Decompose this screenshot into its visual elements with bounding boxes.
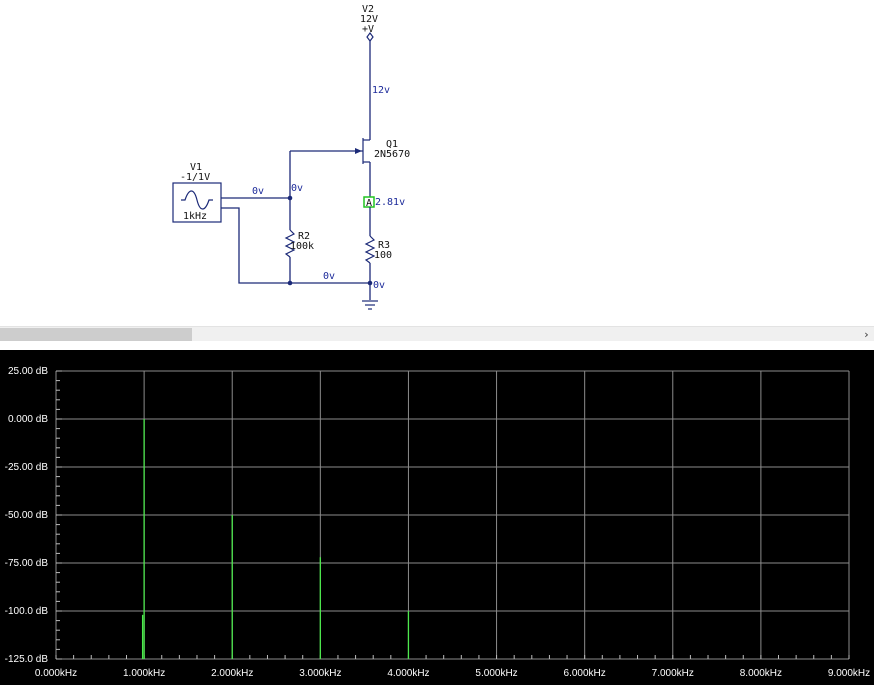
y-tick-label: -100.0 dB: [5, 606, 49, 617]
x-tick-label: 2.000kHz: [211, 668, 253, 679]
spectrum-chart: 25.00 dB 0.000 dB -25.00 dB -50.00 dB -75.00…: [5, 366, 871, 679]
ground-icon[interactable]: [362, 300, 378, 310]
r2-value: 100k: [290, 241, 314, 252]
net-label-ground: 0v: [373, 280, 385, 291]
x-tick-label: 4.000kHz: [387, 668, 429, 679]
x-tick-label: 0.000kHz: [35, 668, 77, 679]
r3-name: R3: [378, 240, 390, 251]
net-label-v1-out: 0v: [252, 186, 264, 197]
r3-value: 100: [374, 250, 392, 261]
x-tick-label: 9.000kHz: [828, 668, 870, 679]
net-label-bottom: 0v: [323, 271, 335, 282]
x-tick-label: 5.000kHz: [475, 668, 517, 679]
wire-v1-return[interactable]: [221, 207, 290, 284]
v1-frequency: 1kHz: [183, 211, 207, 222]
net-label-source: 2.81v: [375, 197, 405, 208]
r2-resistor-symbol[interactable]: [284, 229, 296, 258]
net-label-drain: 12v: [372, 85, 390, 96]
probe-marker: A: [366, 198, 372, 209]
scroll-right-arrow-icon[interactable]: ›: [864, 328, 869, 341]
x-tick-label: 8.000kHz: [740, 668, 782, 679]
horizontal-scrollbar[interactable]: ›: [0, 326, 874, 342]
y-tick-label: -125.0 dB: [5, 654, 49, 665]
q1-model: 2N5670: [374, 149, 410, 160]
q1-jfet-symbol[interactable]: [290, 138, 370, 164]
voltage-probe[interactable]: [363, 196, 375, 208]
x-tick-label: 7.000kHz: [652, 668, 694, 679]
y-tick-label: 25.00 dB: [8, 366, 48, 377]
x-tick-label: 1.000kHz: [123, 668, 165, 679]
schematic-canvas[interactable]: V2 12V +V 12v Q1 2N5670 A 2.81v R3 100: [0, 0, 874, 326]
r2-name: R2: [298, 231, 310, 242]
junction-bottom-left: [287, 280, 293, 286]
v1-name: V1: [190, 162, 202, 173]
v2-value: 12V: [360, 14, 378, 25]
v1-ac-source-symbol[interactable]: [172, 182, 222, 223]
x-tick-label: 3.000kHz: [299, 668, 341, 679]
spectrum-plot[interactable]: 25.00 dB 0.000 dB -25.00 dB -50.00 dB -75.00…: [0, 350, 874, 685]
q1-name: Q1: [386, 139, 398, 150]
y-tick-label: -75.00 dB: [5, 558, 49, 569]
r3-resistor-symbol[interactable]: [364, 235, 376, 264]
y-tick-label: 0.000 dB: [8, 414, 48, 425]
junction-bottom-right: [367, 280, 373, 286]
y-tick-label: -50.00 dB: [5, 510, 49, 521]
x-tick-label: 6.000kHz: [564, 668, 606, 679]
pane-separator: [0, 341, 874, 350]
v2-name: V2: [362, 4, 374, 15]
net-label-gate: 0v: [291, 183, 303, 194]
junction-gate: [287, 195, 293, 201]
v2-terminal: +V: [362, 24, 374, 35]
v1-value: -1/1V: [180, 172, 210, 183]
y-tick-label: -25.00 dB: [5, 462, 49, 473]
scrollbar-thumb[interactable]: [0, 328, 192, 341]
